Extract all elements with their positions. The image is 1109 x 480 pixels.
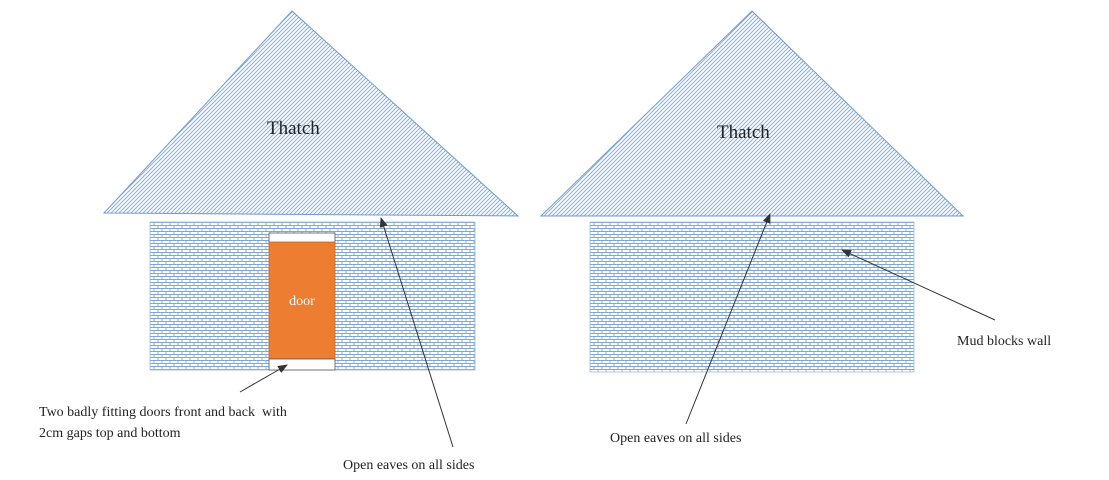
door-gap-bottom — [268, 358, 336, 371]
right-roof — [539, 10, 965, 217]
left-roof-label: Thatch — [267, 118, 320, 139]
arrow-doors — [239, 364, 288, 393]
left-roof — [102, 10, 520, 217]
arrow-eaves-left — [379, 217, 454, 448]
right-roof-label: Thatch — [717, 122, 770, 143]
left-house: Thatch door — [102, 10, 520, 371]
arrow-eaves-right — [685, 213, 771, 425]
wall-note: Mud blocks wall — [957, 334, 1051, 349]
door-label: door — [289, 294, 315, 309]
right-wall — [589, 221, 915, 373]
eaves-note-right: Open eaves on all sides — [610, 431, 741, 446]
right-house: Thatch — [539, 10, 965, 373]
doors-note-line-2: 2cm gaps top and bottom — [39, 426, 181, 441]
door — [268, 241, 336, 360]
eaves-note-left: Open eaves on all sides — [343, 458, 474, 473]
doors-note-line-1: Two badly fitting doors front and back w… — [39, 405, 287, 420]
arrow-wall — [841, 249, 996, 321]
door-gap-top — [268, 232, 336, 244]
